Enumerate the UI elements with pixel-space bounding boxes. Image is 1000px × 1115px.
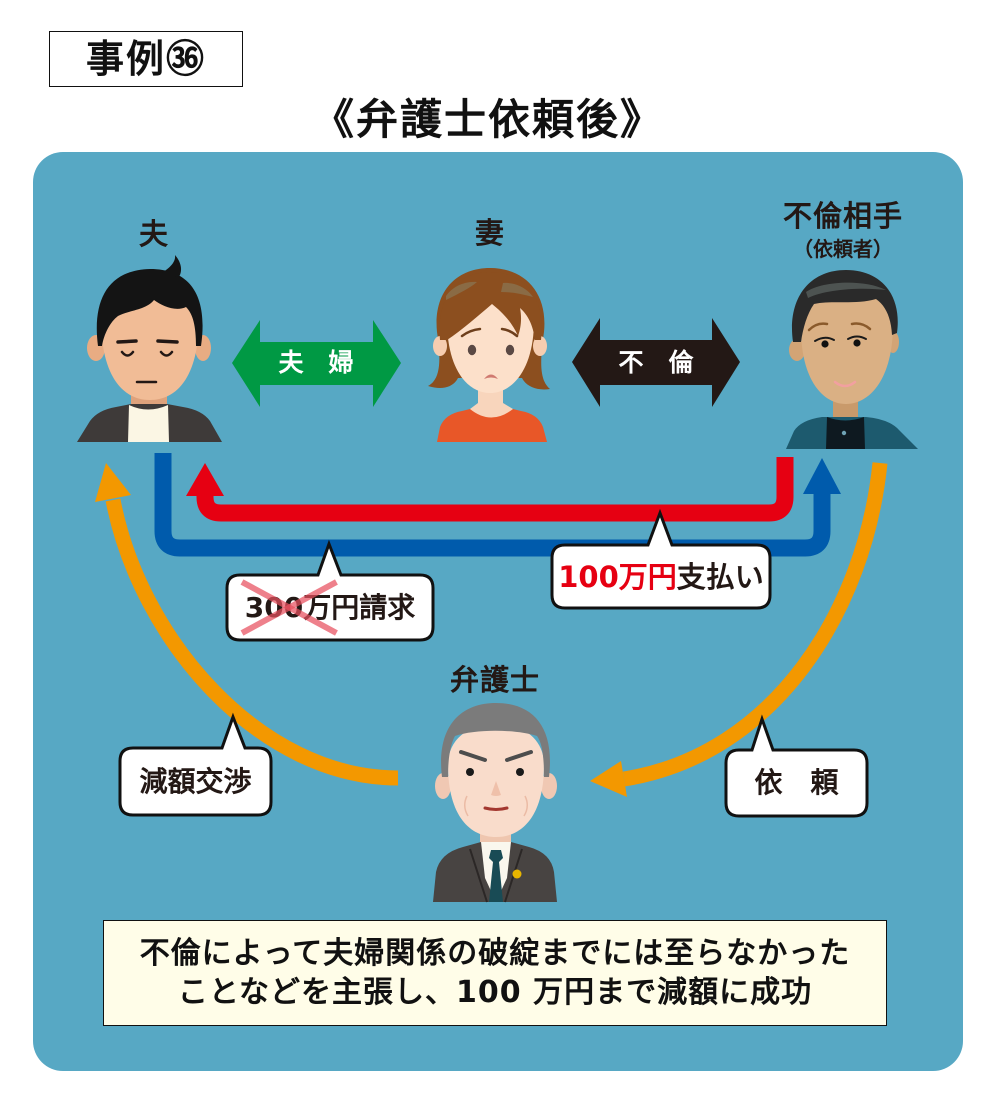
- payment-arrow-line: [196, 457, 794, 522]
- wife-left-ear: [433, 336, 447, 356]
- strike-line: [242, 582, 336, 633]
- lover-shirt-button: [841, 430, 847, 436]
- lawyer-nose: [491, 781, 501, 796]
- husband-closed-eyes: [120, 350, 174, 357]
- negotiation-speech-bubble: [118, 712, 273, 817]
- wife-right-ear: [533, 336, 547, 356]
- claim-arrow: [154, 453, 841, 557]
- lover-eyelids: [814, 335, 867, 342]
- husband-shirt: [128, 405, 169, 442]
- husband-eyebrows: [116, 339, 179, 344]
- lover-label: 不倫相手: [782, 199, 903, 233]
- lover-client-sublabel: （依頼者）: [793, 237, 893, 261]
- payment-speech-bubble: [550, 508, 772, 610]
- lawyer-badge-icon: [512, 869, 522, 879]
- lawyer-left-ear: [435, 773, 451, 799]
- request-arrow-line: [622, 462, 888, 787]
- payment-arrow-head: [186, 463, 224, 496]
- wife-avatar: [428, 268, 550, 442]
- lawyer-wrinkles: [464, 795, 528, 817]
- negotiation-bubble-text: 減額交渉: [139, 764, 252, 798]
- x-strike-mark-icon: [242, 582, 336, 633]
- husband-hair: [96, 269, 203, 346]
- claim-arrow-line: [154, 453, 831, 557]
- negotiation-arrow-line: [105, 498, 399, 786]
- wife-top: [437, 409, 547, 442]
- request-arrow: [590, 462, 888, 797]
- lawyer-face: [448, 724, 544, 837]
- page-title: 《弁護士依頼後》: [311, 95, 664, 144]
- lover-left-eye: [821, 340, 829, 348]
- lawyer-right-ear: [541, 773, 557, 799]
- case-number-label: 事例㊱: [85, 37, 206, 81]
- struck-claim-amount: 300万: [245, 592, 331, 624]
- result-summary-box: 不倫によって夫婦関係の破綻までには至らなかった ことなどを主張し、100 万円ま…: [103, 920, 887, 1026]
- lover-right-eye: [853, 339, 861, 347]
- lawyer-right-eye: [516, 768, 524, 776]
- lover-hair-highlight: [806, 282, 886, 298]
- lover-face: [801, 286, 893, 404]
- claim-bubble-text: 300万円請求: [227, 575, 433, 640]
- payment-arrow: [186, 457, 794, 522]
- wife-eyebrows: [460, 327, 519, 338]
- lawyer-avatar: [433, 703, 557, 903]
- lover-left-ear: [789, 339, 805, 361]
- payment-action: 支払い: [676, 559, 764, 594]
- negotiation-arrow: [95, 463, 399, 786]
- husband-avatar: [77, 255, 222, 442]
- lawyer-eyebrows: [459, 750, 533, 762]
- summary-line: ことなどを主張し、100 万円まで減額に成功: [177, 975, 813, 1010]
- case-number-box: 事例㊱: [49, 31, 243, 87]
- wife-label: 妻: [474, 216, 505, 250]
- lawyer-tie: [489, 850, 503, 902]
- lawyer-mouth: [483, 806, 509, 811]
- wife-frown-mouth: [484, 374, 498, 379]
- affair-double-arrow: [572, 318, 740, 407]
- affair-arrow-label: 不 倫: [618, 348, 694, 377]
- lawyer-hair: [441, 703, 550, 777]
- lover-smile: [833, 380, 857, 388]
- claim-arrow-head: [803, 458, 841, 494]
- claim-action: 円請求: [331, 590, 416, 624]
- wife-hair-highlight: [446, 281, 477, 300]
- wife-hair-highlight: [501, 282, 533, 297]
- request-arrow-head: [590, 761, 627, 797]
- payment-bubble-text: 100万円支払い: [552, 545, 770, 608]
- request-speech-bubble: [724, 714, 869, 818]
- marriage-double-arrow: [232, 320, 401, 407]
- lawyer-label: 弁護士: [449, 663, 540, 697]
- negotiation-arrow-head: [95, 463, 131, 502]
- wife-right-eye: [505, 344, 515, 356]
- husband-label: 夫: [138, 217, 169, 251]
- lawyer-left-eye: [466, 768, 474, 776]
- marriage-arrow-label: 夫 婦: [278, 348, 354, 377]
- wife-left-eye: [467, 344, 477, 356]
- payment-amount: 100万円: [558, 559, 677, 594]
- lover-avatar: [786, 270, 918, 449]
- request-bubble-text: 依 頼: [754, 766, 839, 799]
- summary-line: 不倫によって夫婦関係の破綻までには至らなかった: [139, 936, 851, 971]
- husband-hair-tuft: [160, 255, 182, 277]
- lover-eyebrows: [807, 322, 872, 332]
